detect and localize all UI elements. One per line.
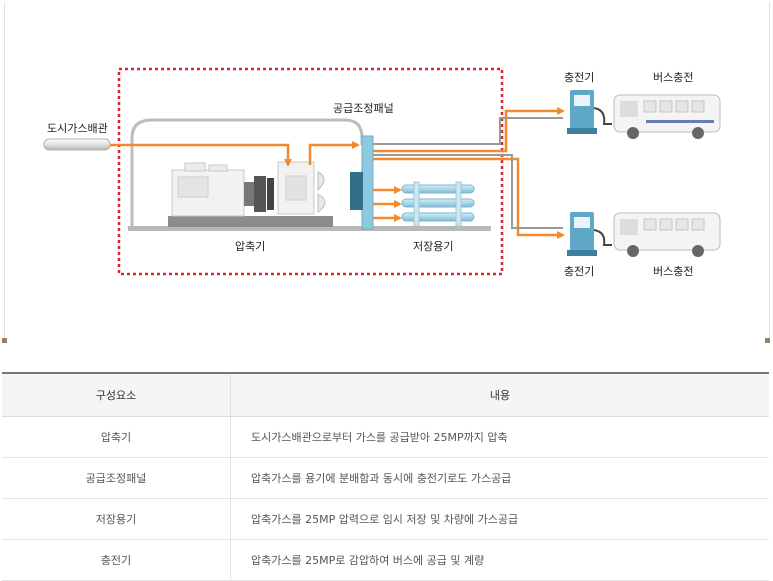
gray-pipes — [373, 117, 563, 229]
bus-top — [613, 94, 721, 139]
diagram-frame — [4, 2, 770, 342]
frame-corner — [2, 338, 7, 343]
compressor-base — [168, 216, 333, 227]
charger-bottom-label: 충전기 — [564, 265, 595, 278]
building-outline — [130, 118, 364, 229]
charger-top-label: 충전기 — [564, 71, 595, 84]
table-row: 저장용기 압축가스를 25MP 압력으로 임시 저장 및 차량에 가스공급 — [2, 498, 769, 540]
row-content: 압축가스를 25MP로 감압하여 버스에 공급 및 계량 — [230, 539, 769, 581]
frame-corner — [765, 338, 770, 343]
compressor-label: 압축기 — [235, 240, 266, 253]
component-table: 구성요소 내용 압축기 도시가스배관으로부터 가스를 공급받아 25MP까지 압… — [2, 372, 769, 581]
charger-top — [567, 90, 612, 134]
city-gas-pipe — [43, 138, 111, 151]
row-component: 충전기 — [2, 539, 231, 581]
cng-station-diagram — [43, 67, 721, 276]
header-content: 내용 — [230, 372, 769, 417]
table-row: 압축기 도시가스배관으로부터 가스를 공급받아 25MP까지 압축 — [2, 416, 769, 458]
row-component: 압축기 — [2, 416, 231, 458]
table-header-row: 구성요소 내용 — [2, 372, 769, 417]
gas-flow-lines — [110, 107, 565, 239]
table-row: 충전기 압축가스를 25MP로 감압하여 버스에 공급 및 계량 — [2, 539, 769, 581]
row-content: 압축가스를 25MP 압력으로 임시 저장 및 차량에 가스공급 — [230, 498, 769, 540]
row-component: 공급조정패널 — [2, 457, 231, 499]
bus-bottom-label: 버스충전 — [653, 265, 694, 278]
bus-top-label: 버스충전 — [653, 71, 694, 84]
storage-tanks — [401, 181, 475, 227]
row-component: 저장용기 — [2, 498, 231, 540]
bus-bottom — [613, 212, 721, 257]
row-content: 압축가스를 용기에 분배함과 동시에 충전기로도 가스공급 — [230, 457, 769, 499]
compressor-unit — [171, 161, 326, 217]
city-gas-pipe-label: 도시가스배관 — [47, 122, 108, 135]
ground-base — [128, 226, 491, 231]
header-component: 구성요소 — [2, 372, 231, 417]
row-content: 도시가스배관으로부터 가스를 공급받아 25MP까지 압축 — [230, 416, 769, 458]
storage-label: 저장용기 — [413, 240, 454, 253]
table-row: 공급조정패널 압축가스를 용기에 분배함과 동시에 충전기로도 가스공급 — [2, 457, 769, 499]
supply-panel — [350, 135, 374, 230]
supply-panel-label: 공급조정패널 — [333, 102, 394, 115]
charger-bottom — [567, 212, 612, 256]
